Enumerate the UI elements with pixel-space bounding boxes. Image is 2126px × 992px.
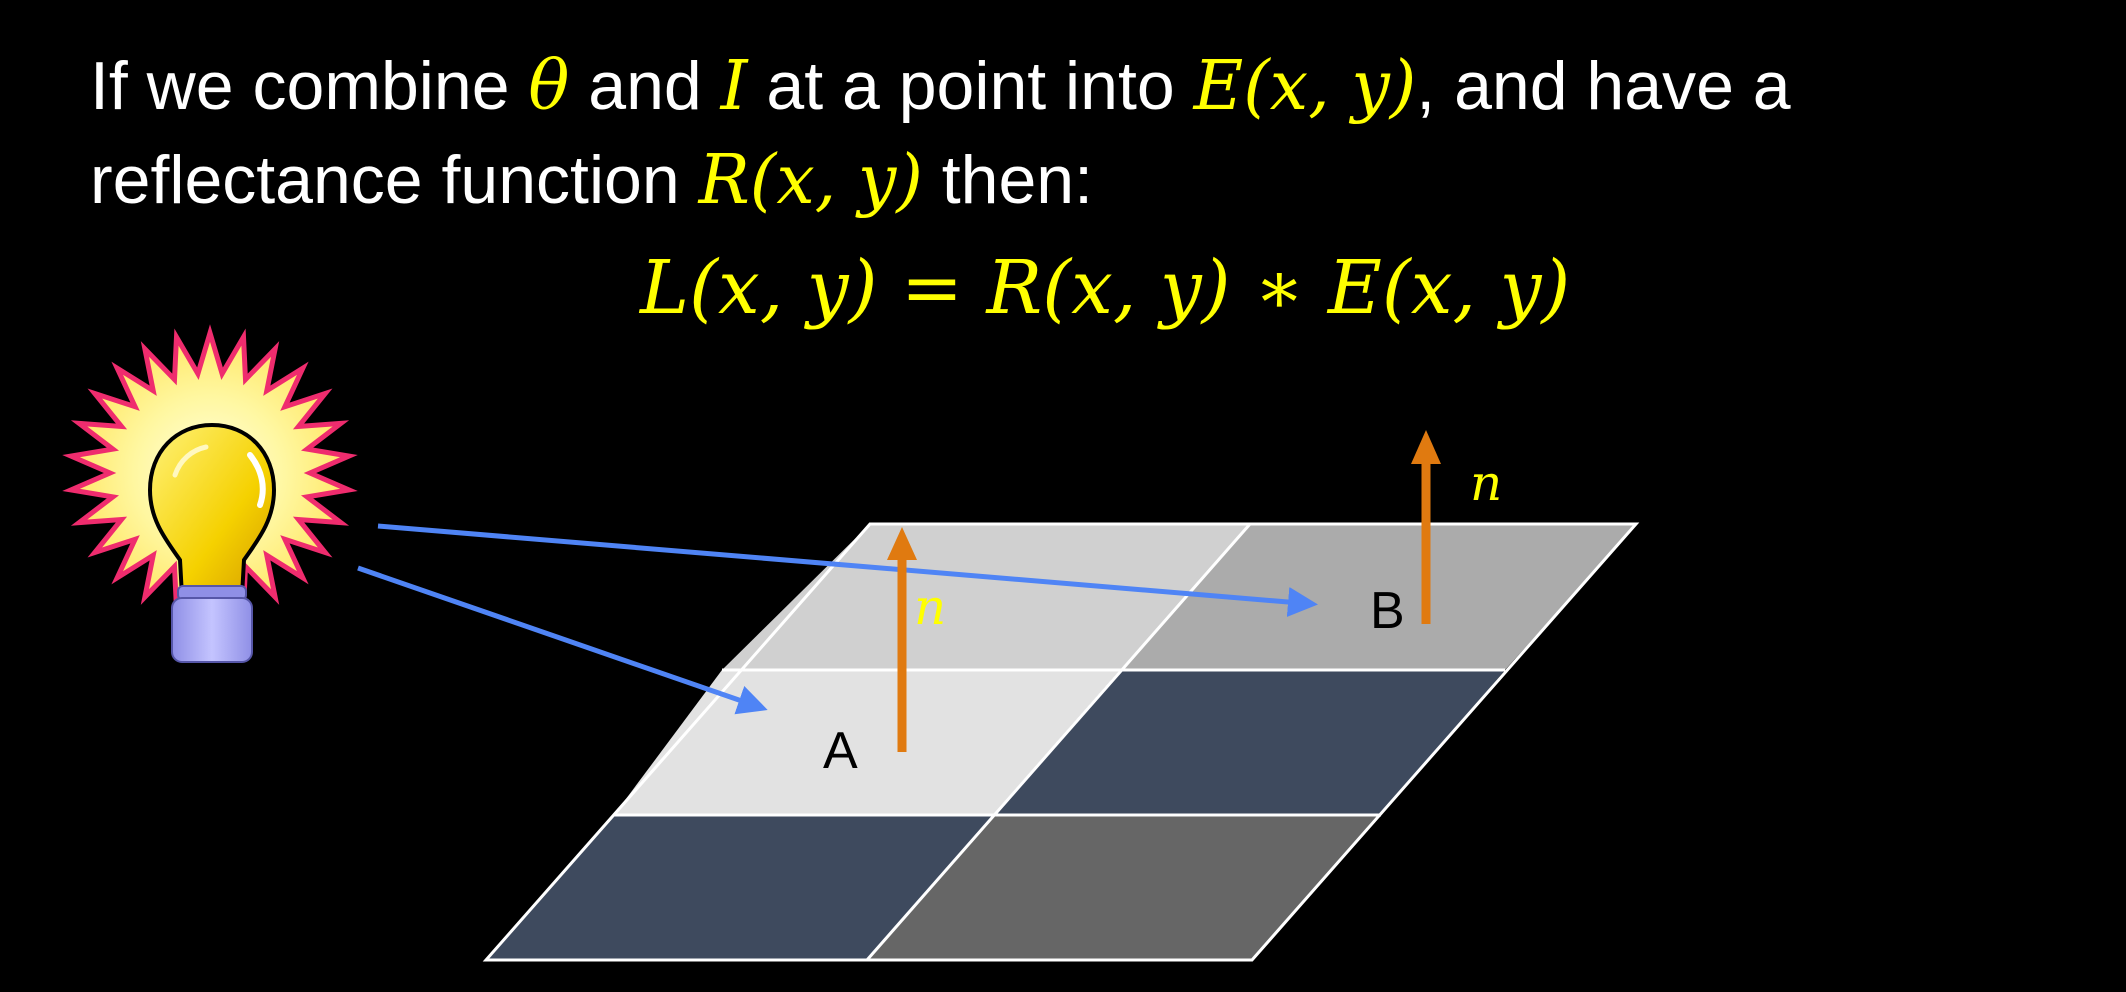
reflectance-expression: R(x, y)	[698, 141, 923, 220]
text-segment: reflectance function	[90, 142, 699, 218]
text-segment: and	[569, 48, 721, 124]
point-b-label: B	[1370, 582, 1405, 640]
text-segment: at a point into	[747, 48, 1194, 124]
normal-label-b: n	[1470, 454, 1502, 512]
intensity-symbol: I	[720, 47, 748, 126]
text-line-2: reflectance function R(x, y) then:	[90, 136, 1093, 225]
light-ray-to-b	[377, 523, 1318, 617]
text-segment: then:	[922, 142, 1093, 218]
irradiance-expression: E(x, y)	[1193, 47, 1417, 126]
point-a-label: A	[823, 722, 858, 780]
tile-top-right	[1120, 524, 1636, 670]
surface-grid	[482, 522, 1640, 962]
radiance-equation: L(x, y) = R(x, y) ∗ E(x, y)	[640, 245, 1571, 331]
theta-symbol: θ	[528, 47, 570, 126]
light-ray-to-a	[357, 565, 768, 715]
normal-vector-b	[1411, 430, 1441, 624]
lightbulb-icon	[62, 324, 358, 663]
normal-label-a: n	[914, 578, 946, 636]
text-segment: If we combine	[90, 48, 529, 124]
tile-bottom-left	[486, 815, 993, 960]
tile-bottom-right	[867, 815, 1381, 960]
text-line-1: If we combine θ and I at a point into E(…	[90, 42, 1791, 131]
tile-middle-right	[993, 670, 1505, 815]
text-segment: , and have a	[1416, 48, 1791, 124]
tile-top-left	[722, 524, 1250, 670]
normal-vector-a	[887, 527, 917, 752]
